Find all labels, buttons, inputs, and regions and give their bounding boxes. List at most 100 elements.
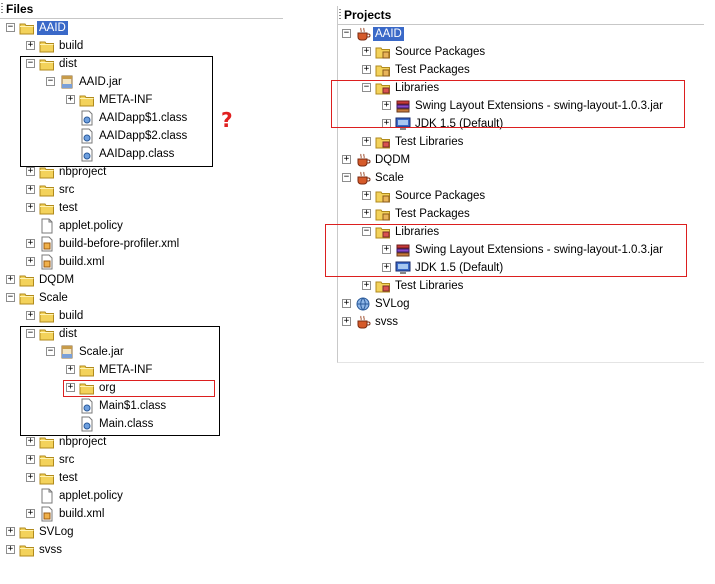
folder-icon	[39, 164, 55, 180]
expand-toggle-icon[interactable]: +	[362, 46, 371, 56]
dist-highlight-box	[20, 56, 213, 167]
tree-row-label: AAID	[373, 27, 404, 41]
expand-toggle-icon[interactable]: +	[362, 208, 371, 218]
tree-row-label: Swing Layout Extensions - swing-layout-1…	[415, 244, 664, 256]
tree-row-label: Test Libraries	[395, 280, 464, 292]
expand-toggle-icon[interactable]: +	[382, 262, 391, 272]
folder-icon	[79, 92, 95, 108]
tree-row-label: Test Libraries	[395, 136, 464, 148]
expand-toggle-icon[interactable]: +	[26, 454, 35, 464]
expand-toggle-icon[interactable]: +	[26, 238, 35, 248]
collapse-toggle-icon[interactable]: −	[6, 22, 15, 32]
projects-panel: Projects −AAID+Source Packages+Test Pack…	[337, 6, 704, 363]
tree-row-label: DQDM	[375, 154, 411, 166]
folder-icon	[39, 308, 55, 324]
expand-toggle-icon[interactable]: +	[66, 94, 75, 104]
collapse-toggle-icon[interactable]: −	[46, 76, 55, 86]
expand-toggle-icon[interactable]: +	[66, 382, 75, 392]
expand-toggle-icon[interactable]: +	[26, 436, 35, 446]
expand-toggle-icon[interactable]: +	[66, 364, 75, 374]
projects-panel-header: Projects	[338, 6, 704, 25]
expand-toggle-icon[interactable]: +	[342, 154, 351, 164]
tree-row-label: nbproject	[59, 166, 107, 178]
tree-row-label: test	[59, 472, 78, 484]
tree-row-label: AAIDapp$2.class	[99, 130, 188, 142]
tree-row-label: Swing Layout Extensions - swing-layout-1…	[415, 100, 664, 112]
tree-row-label: test	[59, 202, 78, 214]
collapse-toggle-icon[interactable]: −	[362, 82, 371, 92]
tree-row-label: build	[59, 40, 84, 52]
expand-toggle-icon[interactable]: +	[362, 136, 371, 146]
library-folder-icon	[375, 80, 391, 96]
tree-row-label: AAIDapp$1.class	[99, 112, 188, 124]
collapse-toggle-icon[interactable]: −	[6, 292, 15, 302]
panel-grip[interactable]	[1, 3, 3, 15]
projects-panel-title: Projects	[344, 8, 392, 22]
expand-toggle-icon[interactable]: +	[6, 544, 15, 554]
tree-row-label: org	[99, 382, 116, 394]
expand-toggle-icon[interactable]: +	[26, 472, 35, 482]
tree-row-label: AAID	[37, 21, 68, 35]
expand-toggle-icon[interactable]: +	[26, 310, 35, 320]
folder-icon	[39, 182, 55, 198]
tree-row-label: nbproject	[59, 436, 107, 448]
libraries-highlight-box	[325, 224, 687, 277]
collapse-toggle-icon[interactable]: −	[46, 346, 55, 356]
tree-row-label: Scale.jar	[79, 346, 124, 358]
collapse-toggle-icon[interactable]: −	[26, 58, 35, 68]
class-file-icon	[79, 416, 95, 432]
web-project-icon	[355, 296, 371, 312]
expand-toggle-icon[interactable]: +	[342, 298, 351, 308]
tree-row-label: Source Packages	[395, 190, 486, 202]
jar-icon	[59, 344, 75, 360]
expand-toggle-icon[interactable]: +	[26, 166, 35, 176]
expand-toggle-icon[interactable]: +	[382, 100, 391, 110]
tree-row-label: Main$1.class	[99, 400, 167, 412]
package-folder-icon	[375, 44, 391, 60]
expand-toggle-icon[interactable]: +	[26, 508, 35, 518]
folder-icon	[39, 470, 55, 486]
package-folder-icon	[375, 188, 391, 204]
panel-grip[interactable]	[339, 9, 341, 21]
java-project-icon	[355, 314, 371, 330]
expand-toggle-icon[interactable]: +	[382, 244, 391, 254]
package-folder-icon	[375, 62, 391, 78]
tree-row-label: dist	[59, 58, 77, 70]
tree-row-label: build.xml	[59, 508, 105, 520]
expand-toggle-icon[interactable]: +	[26, 202, 35, 212]
dist-highlight-box	[20, 326, 220, 436]
expand-toggle-icon[interactable]: +	[26, 40, 35, 50]
collapse-toggle-icon[interactable]: −	[26, 328, 35, 338]
expand-toggle-icon[interactable]: +	[362, 280, 371, 290]
library-folder-icon	[375, 134, 391, 150]
expand-toggle-icon[interactable]: +	[362, 190, 371, 200]
expand-toggle-icon[interactable]: +	[362, 64, 371, 74]
class-file-icon	[79, 398, 95, 414]
expand-toggle-icon[interactable]: +	[6, 274, 15, 284]
expand-toggle-icon[interactable]: +	[6, 526, 15, 536]
folder-icon	[19, 20, 35, 36]
folder-icon	[39, 56, 55, 72]
jar-icon	[59, 74, 75, 90]
collapse-toggle-icon[interactable]: −	[342, 172, 351, 182]
expand-toggle-icon[interactable]: +	[26, 256, 35, 266]
library-icon	[395, 98, 411, 114]
tree-row-label: JDK 1.5 (Default)	[415, 262, 504, 274]
tree-row-label: META-INF	[99, 364, 153, 376]
tree-row-label: Main.class	[99, 418, 154, 430]
tree-row-label: applet.policy	[59, 220, 123, 232]
collapse-toggle-icon[interactable]: −	[342, 28, 351, 38]
tree-row-label: build-before-profiler.xml	[59, 238, 180, 250]
tree-row-label: Source Packages	[395, 46, 486, 58]
collapse-toggle-icon[interactable]: −	[362, 226, 371, 236]
expand-toggle-icon[interactable]: +	[342, 316, 351, 326]
tree-row-label: Libraries	[395, 226, 440, 238]
library-icon	[395, 242, 411, 258]
file-icon	[39, 488, 55, 504]
tree-row-label: AAID.jar	[79, 76, 122, 88]
folder-icon	[19, 272, 35, 288]
expand-toggle-icon[interactable]: +	[26, 184, 35, 194]
java-project-icon	[355, 152, 371, 168]
tree-row-label: SVLog	[375, 298, 410, 310]
class-file-icon	[79, 110, 95, 126]
